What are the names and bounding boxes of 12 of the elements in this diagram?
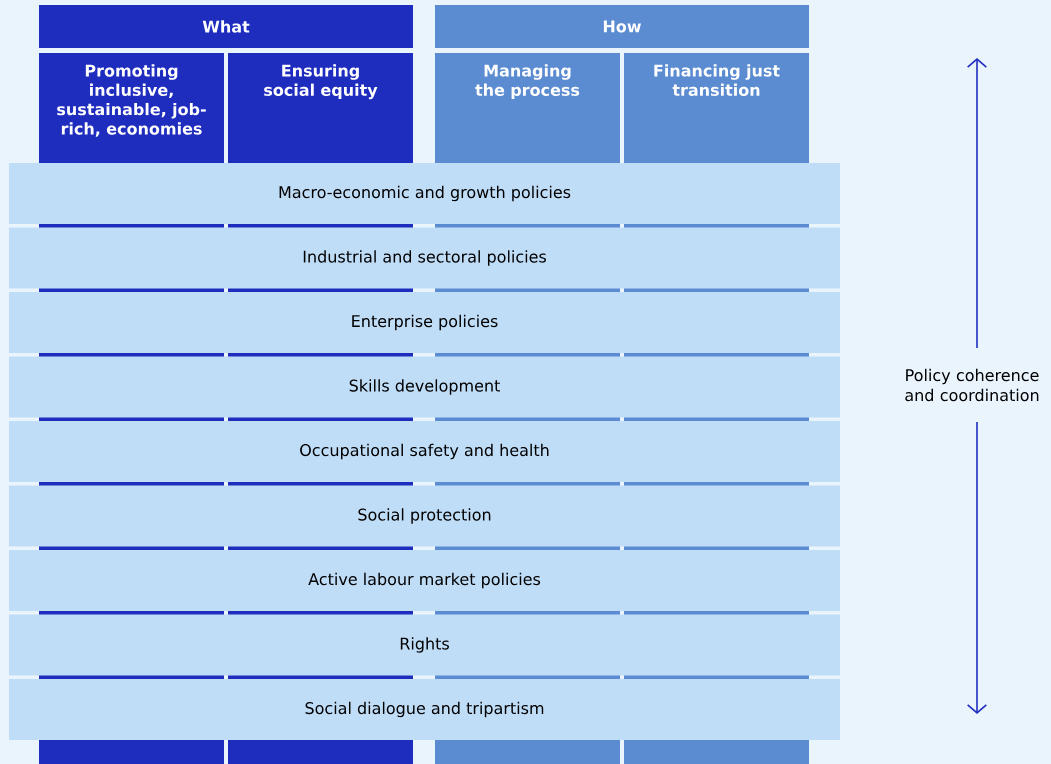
policy-band: Skills development — [9, 356, 840, 418]
header-box: How — [435, 5, 809, 48]
policy-band: Active labour market policies — [9, 550, 840, 611]
policy-band: Social protection — [9, 485, 840, 547]
policy-band: Macro-economic and growth policies — [9, 163, 840, 224]
policy-band: Industrial and sectoral policies — [9, 227, 840, 289]
side-label: Policy coherence and coordination — [905, 368, 1039, 402]
policy-band: Occupational safety and health — [9, 421, 840, 482]
policy-band: Enterprise policies — [9, 292, 840, 353]
policy-band: Rights — [9, 614, 840, 676]
header-box: What — [39, 5, 413, 48]
policy-band: Social dialogue and tripartism — [9, 679, 840, 740]
